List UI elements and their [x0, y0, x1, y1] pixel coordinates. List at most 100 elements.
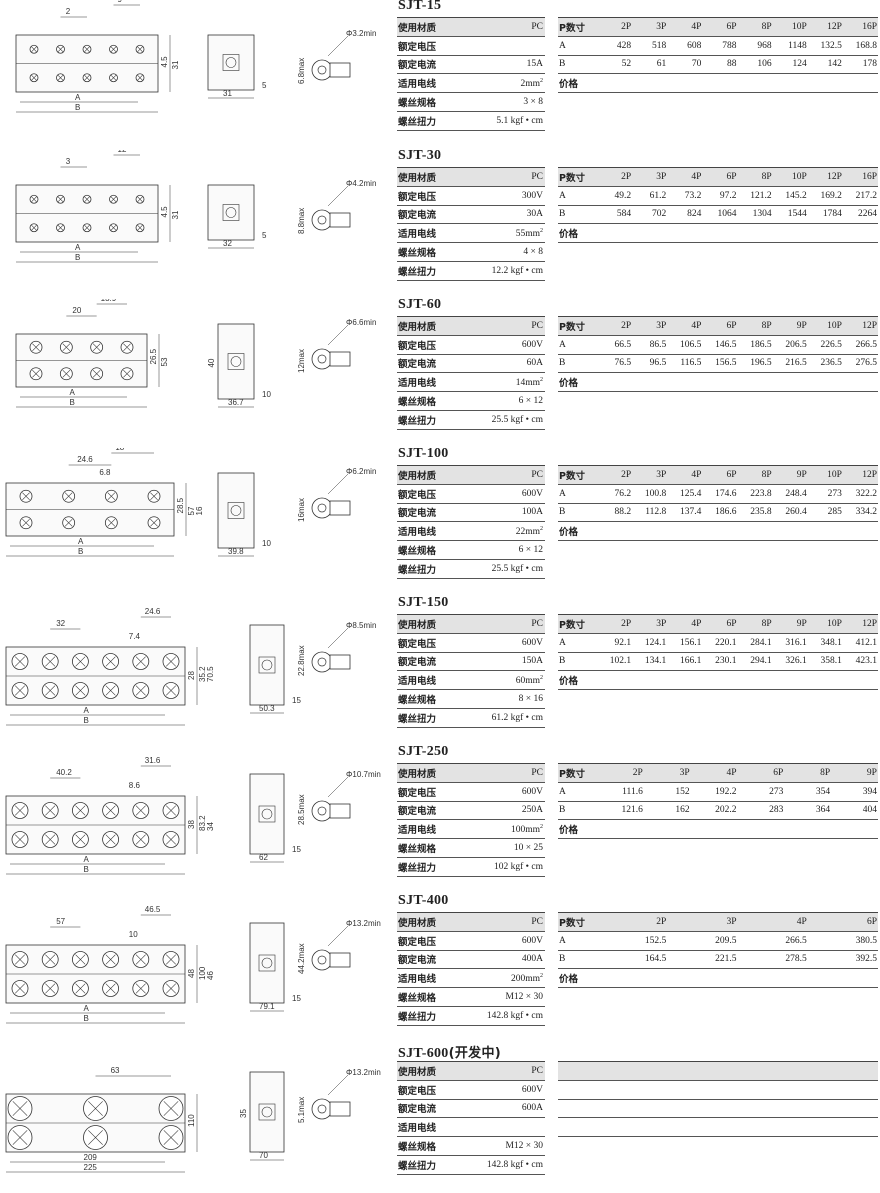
dimension-value: 116.5	[680, 358, 702, 369]
size-header: 2P	[632, 767, 643, 778]
spec-label: 螺丝扭力	[398, 862, 437, 874]
size-header: 8P	[761, 618, 772, 629]
spec-value: PC	[531, 470, 545, 480]
dimension-value: 1544	[787, 209, 807, 220]
price-row-a	[558, 1081, 878, 1100]
height-dimension: 31	[171, 60, 180, 69]
size-header: 6P	[726, 469, 737, 480]
size-label: P数寸	[559, 917, 585, 929]
dimension-value: 206.5	[785, 339, 807, 350]
size-header: 10P	[791, 171, 807, 182]
dimension-value: 92.1	[614, 637, 632, 648]
side-view	[217, 472, 255, 549]
dimension-b: B	[70, 398, 75, 407]
dimension-value: 66.5	[614, 339, 632, 350]
spec-value-text: PC	[531, 618, 543, 629]
spec-label: 螺丝扭力	[398, 1011, 437, 1023]
spec-label: 螺丝规格	[398, 695, 437, 707]
step-dimension: 15	[292, 994, 301, 1003]
height-dimension: 35.2	[198, 666, 207, 682]
height-dimension: 16	[195, 506, 204, 515]
pitch-dimension: 9	[118, 0, 123, 4]
spec-label: 螺丝规格	[398, 1142, 437, 1154]
spec-value: 22mm2	[516, 526, 545, 537]
size-header: 6P	[773, 767, 784, 778]
spec-value: M12 × 30	[505, 992, 545, 1002]
spec-value-text: 12.2 kgf • cm	[491, 265, 543, 276]
row-label: A	[559, 637, 566, 648]
dimension-value: 192.2	[715, 786, 737, 797]
dimension-value: 156.1	[680, 637, 702, 648]
dimension-value: 70	[691, 59, 702, 70]
dimension-value: 364	[815, 805, 831, 816]
size-header: 2P	[621, 469, 632, 480]
row-label: A	[559, 488, 566, 499]
row-label: B	[559, 209, 566, 220]
dimension-value: 326.1	[785, 656, 807, 667]
spec-label: 额定电流	[398, 508, 437, 520]
dimension-value: 266.5	[785, 935, 807, 946]
spec-value-text: M12 × 30	[505, 992, 543, 1003]
spec-value-text: 60A	[526, 358, 543, 369]
height-dimension: 57	[187, 506, 196, 515]
dimension-value: 88	[727, 59, 737, 70]
ring-dimension: 8.8max	[297, 208, 306, 234]
size-header: 8P	[761, 320, 772, 331]
spec-value-text: 6 × 12	[518, 396, 543, 407]
size-header: 6P	[866, 916, 877, 927]
pitch-dimension: 3	[66, 157, 71, 166]
side-view	[207, 184, 255, 241]
spec-label: 螺丝规格	[398, 993, 437, 1005]
ring-dimension: 22.8max	[297, 645, 306, 676]
spec-value: 300V	[522, 191, 545, 201]
ring-dimension: 6.8max	[297, 58, 306, 84]
pitch-dimension: 2	[66, 7, 71, 16]
hole-dimension: Φ4.2min	[346, 179, 376, 188]
spec-label: 额定电流	[398, 806, 437, 818]
dimension-value: 226.5	[820, 339, 842, 350]
dimension-a: A	[84, 855, 90, 864]
dimension-value: 166.1	[680, 656, 702, 667]
spec-value: 600V	[522, 936, 545, 946]
pitch-dimension: 63	[111, 1066, 120, 1075]
height-dimension: 4.5	[160, 56, 169, 68]
spec-value: 600V	[522, 1085, 545, 1095]
dimension-value: 392.5	[855, 954, 877, 965]
spec-value: 150A	[522, 656, 545, 666]
price-row: 价格	[558, 74, 878, 94]
dimension-value: 236.5	[820, 358, 842, 369]
spec-value: 600A	[522, 1103, 545, 1113]
gap-dimension: 6.8	[99, 468, 111, 477]
dimension-a: A	[84, 1004, 90, 1013]
price-row-b	[558, 1100, 878, 1119]
price-label: 价格	[559, 527, 579, 539]
side-view	[249, 1071, 285, 1153]
dimension-a: A	[75, 93, 81, 102]
